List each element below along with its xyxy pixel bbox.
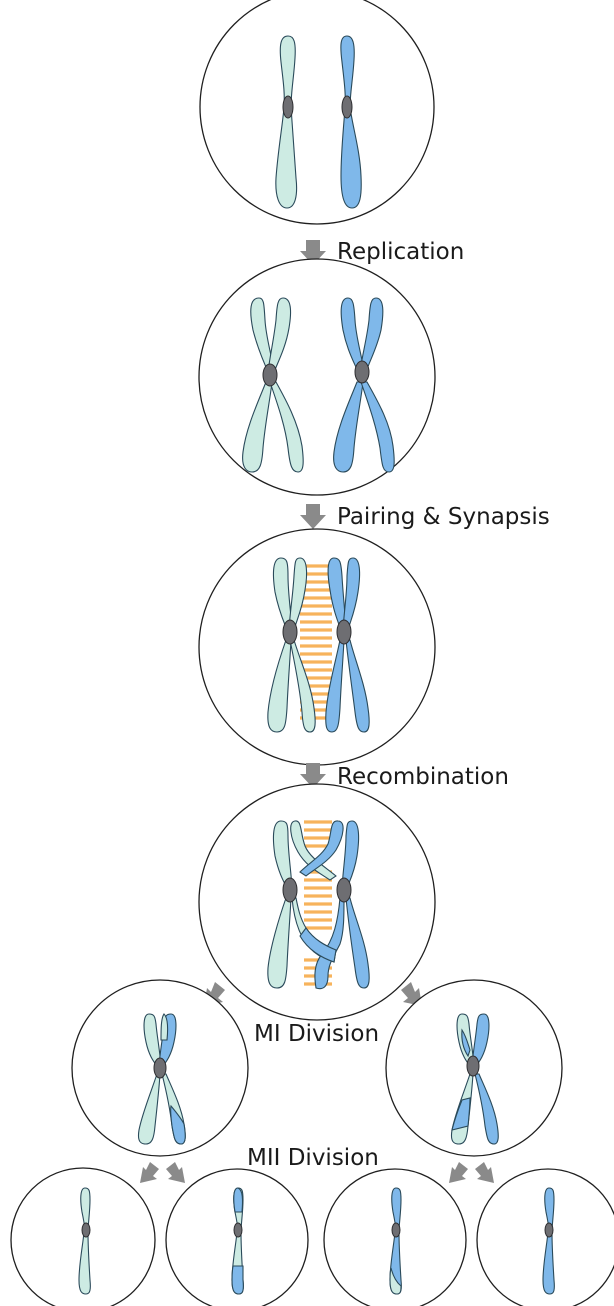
centromere <box>392 1223 400 1237</box>
centromere <box>263 364 277 386</box>
centromere <box>342 96 352 118</box>
arrow-diagonal-right-icon <box>475 1162 494 1183</box>
centromere <box>234 1223 242 1237</box>
centromere <box>283 96 293 118</box>
centromere <box>467 1056 479 1076</box>
centromere <box>337 878 351 902</box>
cell-mii-3 <box>324 1169 466 1306</box>
step-label-mii-division: MII Division <box>247 1145 379 1171</box>
step-label-recombination: Recombination <box>337 764 509 790</box>
centromere <box>355 361 369 383</box>
centromere <box>545 1223 553 1237</box>
step-label-replication: Replication <box>337 239 464 265</box>
arrow-down-icon <box>300 504 326 529</box>
cell-recombination <box>199 784 435 1020</box>
cell-mi-left <box>72 980 248 1156</box>
arrow-diagonal-left-icon <box>140 1162 159 1183</box>
centromere <box>283 878 297 902</box>
cell-synapsis <box>199 529 435 765</box>
chromatid-segment <box>232 1266 243 1294</box>
arrow-diagonal-left-icon <box>449 1162 468 1183</box>
step-label-pairing-synapsis: Pairing & Synapsis <box>337 504 550 530</box>
centromere <box>154 1058 166 1078</box>
centromere <box>337 620 351 644</box>
step-label-mi-division: MI Division <box>254 1021 379 1047</box>
centromere <box>82 1223 90 1237</box>
cell-mii-1 <box>11 1168 155 1306</box>
chromatid-segment <box>234 1188 243 1212</box>
arrow-diagonal-right-icon <box>166 1162 185 1183</box>
cell-replicated <box>199 259 435 495</box>
cell-unreplicated <box>200 0 434 224</box>
cell-mii-2 <box>166 1169 308 1306</box>
centromere <box>283 620 297 644</box>
cell-mi-right <box>386 980 562 1156</box>
cell-mii-4 <box>477 1169 614 1306</box>
